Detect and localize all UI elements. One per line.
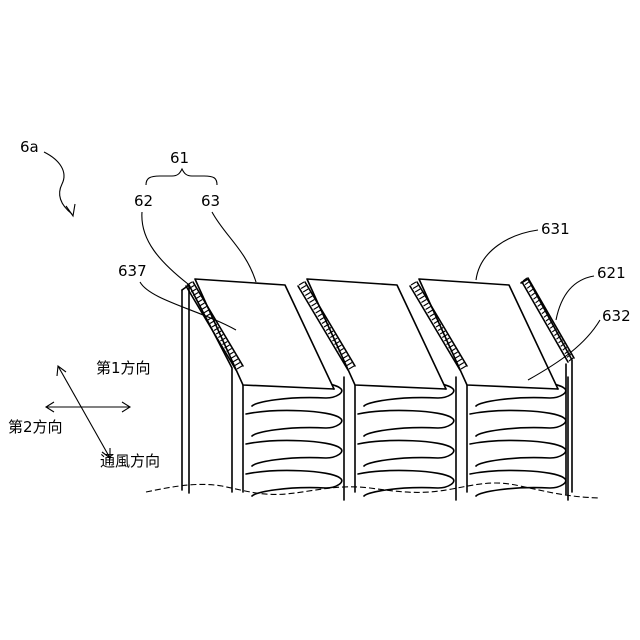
label-631: 631 <box>541 220 570 238</box>
fin-fold <box>246 441 342 466</box>
label-6a: 6a <box>20 138 39 156</box>
strip-tooth <box>527 285 531 288</box>
direction-first: 第1方向 <box>96 359 151 377</box>
direction-airflow: 通風方向 <box>100 452 160 470</box>
strip-tooth <box>307 296 312 299</box>
fin-fold <box>358 441 454 466</box>
label-62: 62 <box>134 192 153 210</box>
tube-tops <box>195 279 558 389</box>
strip-tooth <box>204 310 209 313</box>
fin-fold <box>246 411 342 436</box>
strip-tooth <box>318 314 323 317</box>
label-637: 637 <box>118 262 147 280</box>
brace-61 <box>146 169 217 185</box>
cut-line <box>146 483 600 498</box>
label-61: 61 <box>170 149 189 167</box>
label-632: 632 <box>602 307 631 325</box>
leader-63 <box>212 212 256 282</box>
strip-tooth <box>430 314 435 317</box>
direction-indicator <box>46 366 130 458</box>
strip-tooth <box>421 300 426 303</box>
leader-631 <box>476 230 538 280</box>
strip-tooth <box>529 289 533 292</box>
strip-tooth <box>411 282 416 285</box>
strip-tooth <box>426 307 431 310</box>
strip-tooth <box>415 289 420 292</box>
strip-tooth <box>202 307 207 310</box>
strip-tooth <box>303 289 308 292</box>
strip-tooth <box>301 286 306 289</box>
strip-tooth <box>309 300 314 303</box>
fin-fold <box>470 411 566 436</box>
direction-second: 第2方向 <box>8 418 63 436</box>
strip-tooth <box>419 296 424 299</box>
leader-621 <box>556 276 594 320</box>
leader-6a <box>44 152 72 214</box>
fin-fold <box>246 471 342 496</box>
fin-layers <box>243 372 568 500</box>
strip-tooth <box>428 310 433 313</box>
strip-tooth <box>305 293 310 296</box>
label-63: 63 <box>201 192 220 210</box>
strip-tooth <box>417 293 422 296</box>
strip-tooth <box>316 310 321 313</box>
strip-tooth <box>314 307 319 310</box>
leader-62 <box>142 212 188 284</box>
fin-fold <box>358 411 454 436</box>
fin-fold <box>470 441 566 466</box>
strip-tooth <box>525 282 529 285</box>
label-621: 621 <box>597 264 626 282</box>
strip-tooth <box>424 303 429 306</box>
strip-tooth <box>200 303 205 306</box>
strip-tooth <box>299 282 304 285</box>
strip-tooth <box>312 303 317 306</box>
strip-tooth <box>413 286 418 289</box>
